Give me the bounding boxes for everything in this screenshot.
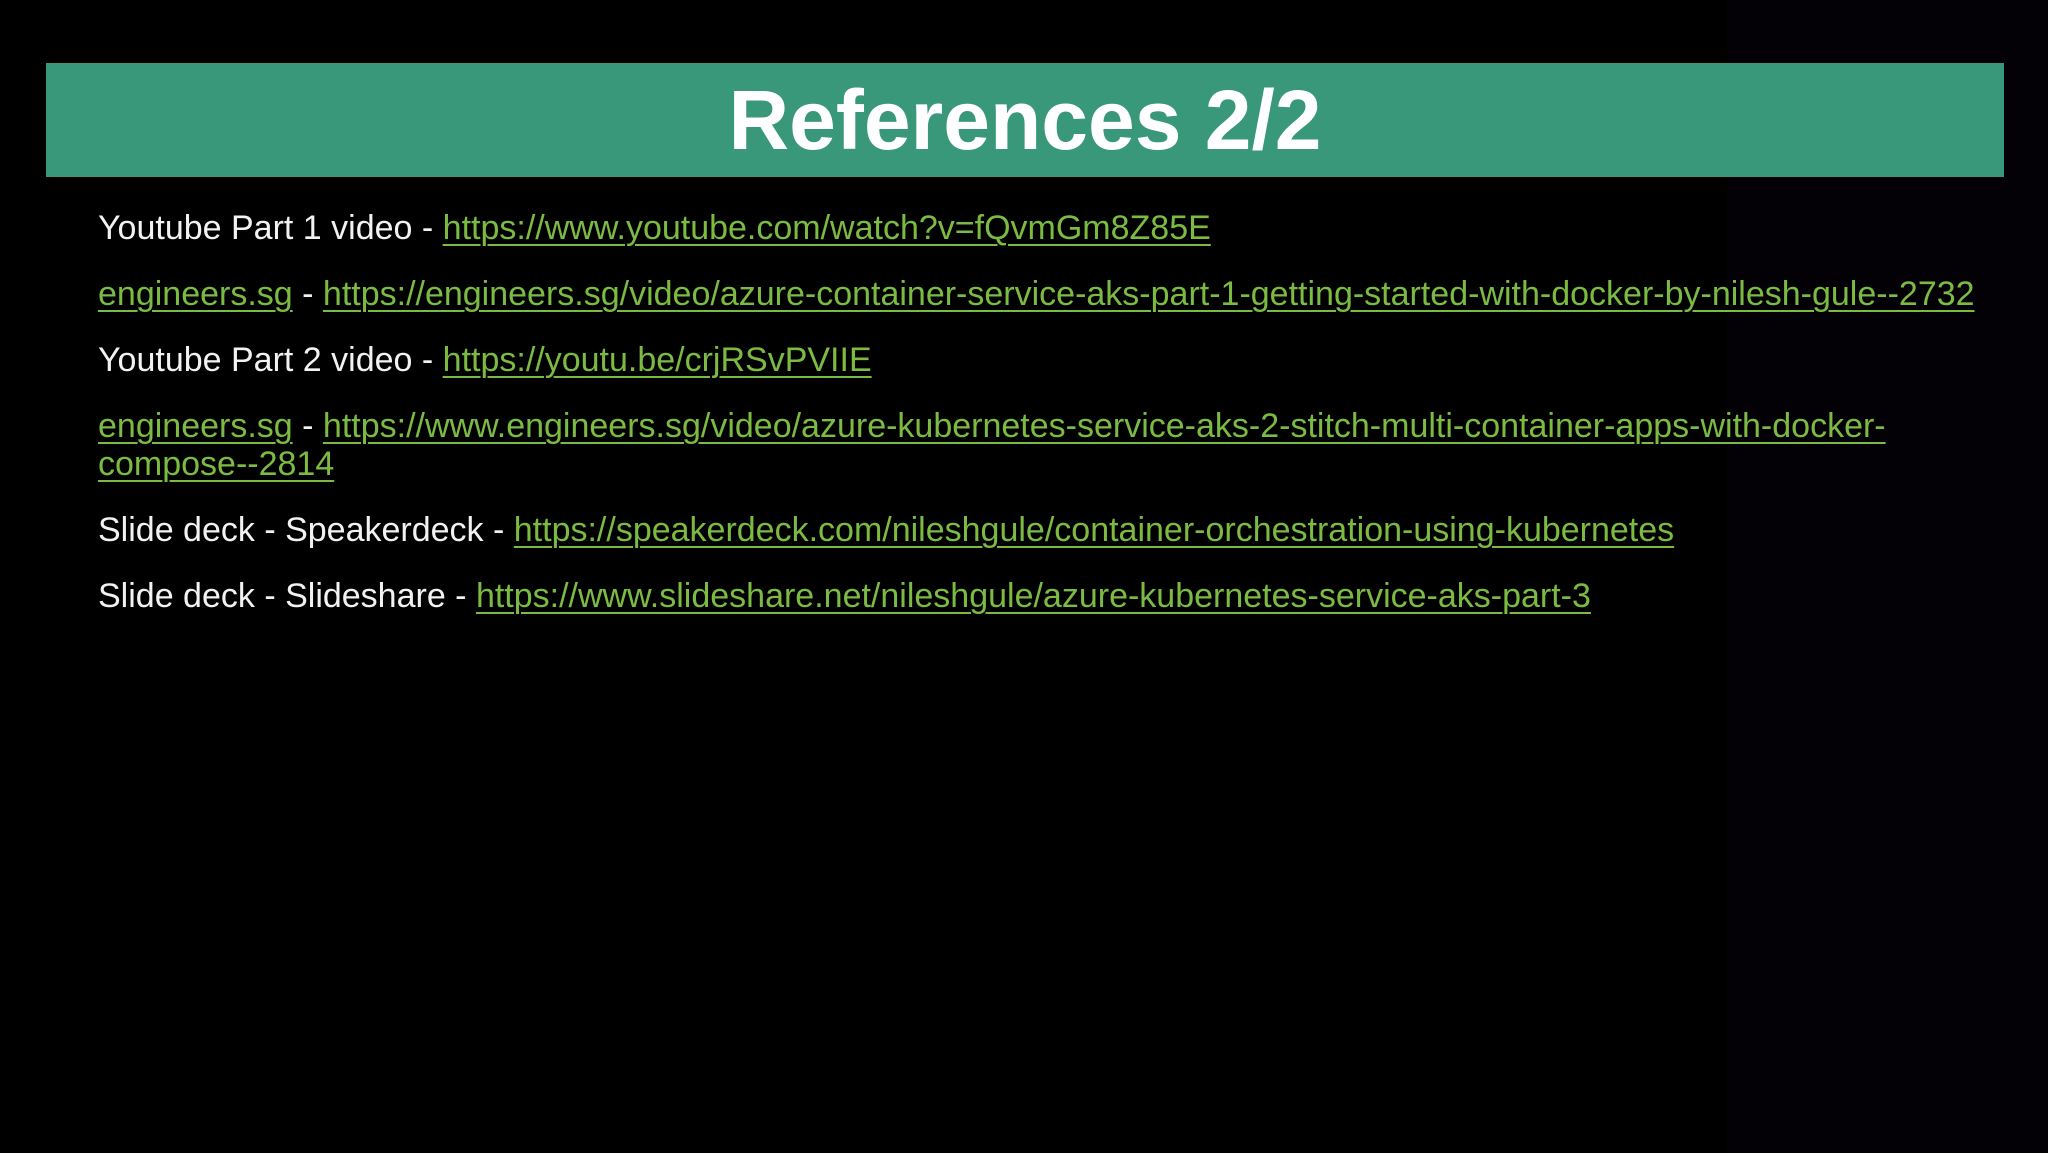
- reference-label: -: [292, 275, 323, 313]
- slide-title: References 2/2: [728, 73, 1322, 167]
- reference-link[interactable]: engineers.sg: [98, 407, 293, 445]
- reference-link[interactable]: https://www.slideshare.net/nileshgule/az…: [475, 577, 1591, 615]
- reference-link[interactable]: https://speakerdeck.com/nileshgule/conta…: [513, 511, 1675, 549]
- letterbox-strip: [1727, 0, 2048, 1153]
- reference-item: Youtube Part 2 video - https://youtu.be/…: [98, 341, 1998, 379]
- reference-link[interactable]: https://youtu.be/crjRSvPVIIE: [442, 341, 872, 379]
- reference-link[interactable]: engineers.sg: [98, 275, 293, 313]
- reference-label: Slide deck - Speakerdeck -: [98, 511, 514, 549]
- reference-label: Slide deck - Slideshare -: [98, 577, 476, 615]
- reference-item: Slide deck - Speakerdeck - https://speak…: [98, 511, 1998, 549]
- reference-link[interactable]: https://engineers.sg/video/azure-contain…: [322, 275, 1975, 313]
- reference-label: Youtube Part 1 video -: [98, 209, 443, 247]
- reference-link[interactable]: https://www.youtube.com/watch?v=fQvmGm8Z…: [442, 209, 1211, 247]
- reference-item: Youtube Part 1 video - https://www.youtu…: [98, 209, 1998, 247]
- slide-title-banner: References 2/2: [46, 63, 2004, 177]
- reference-link[interactable]: https://www.engineers.sg/video/azure-kub…: [98, 407, 1886, 483]
- reference-item: engineers.sg - https://www.engineers.sg/…: [98, 407, 1998, 483]
- references-list: Youtube Part 1 video - https://www.youtu…: [98, 209, 1998, 643]
- reference-label: Youtube Part 2 video -: [98, 341, 443, 379]
- reference-item: engineers.sg - https://engineers.sg/vide…: [98, 275, 1998, 313]
- reference-item: Slide deck - Slideshare - https://www.sl…: [98, 577, 1998, 615]
- reference-label: -: [292, 407, 323, 445]
